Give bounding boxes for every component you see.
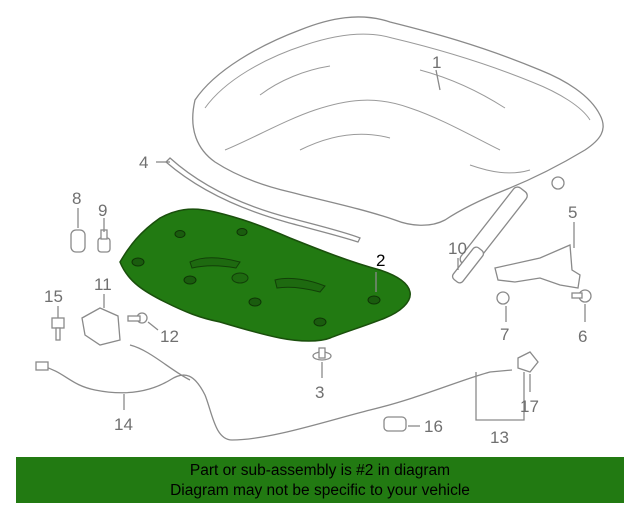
hood-insulator-part-2[interactable] <box>119 208 411 342</box>
bolt-part-12[interactable] <box>127 312 148 324</box>
bolt-part-6[interactable] <box>571 289 592 303</box>
callout-8: 8 <box>72 189 81 208</box>
hood-strut-part-10[interactable] <box>451 176 565 284</box>
banner-line-1: Part or sub-assembly is #2 in diagram <box>189 462 451 479</box>
callout-11: 11 <box>94 275 112 294</box>
callout-12: 12 <box>160 327 179 346</box>
hood-part-1[interactable] <box>192 16 604 226</box>
weatherstrip-part-4[interactable] <box>165 157 361 243</box>
release-cable-part-14[interactable] <box>41 365 513 441</box>
leader-lines <box>57 69 586 427</box>
clip-part-3[interactable] <box>312 347 332 361</box>
callout-5: 5 <box>568 203 577 222</box>
bumper-part-9[interactable] <box>97 229 111 253</box>
bolt-part-15[interactable] <box>51 317 65 341</box>
callout-2: 2 <box>376 251 385 270</box>
nut-part-7[interactable] <box>496 291 510 305</box>
parts-diagram: 1 2 3 4 5 6 7 8 9 10 11 12 13 14 15 16 1… <box>35 16 604 447</box>
bumper-part-8[interactable] <box>70 229 86 253</box>
callout-14: 14 <box>114 415 133 434</box>
release-handle-part-16[interactable] <box>383 416 407 432</box>
callout-16: 16 <box>424 417 443 436</box>
callout-labels: 1 2 3 4 5 6 7 8 9 10 11 12 13 14 15 16 1… <box>44 53 587 447</box>
callout-13: 13 <box>490 428 509 447</box>
callout-15: 15 <box>44 287 63 306</box>
info-banner: Part or sub-assembly is #2 in diagram Di… <box>16 457 624 503</box>
callout-7: 7 <box>500 325 509 344</box>
bracket-part-17[interactable] <box>517 351 539 373</box>
callout-3: 3 <box>315 383 324 402</box>
banner-line-2: Diagram may not be specific to your vehi… <box>170 482 470 499</box>
callout-17: 17 <box>520 397 539 416</box>
hood-latch-part-11[interactable] <box>81 307 121 346</box>
callout-6: 6 <box>578 327 587 346</box>
callout-10: 10 <box>448 239 467 258</box>
callout-1: 1 <box>432 53 441 72</box>
callout-9: 9 <box>98 201 107 220</box>
hood-hinge-part-5[interactable] <box>494 244 581 289</box>
callout-4: 4 <box>139 153 148 172</box>
